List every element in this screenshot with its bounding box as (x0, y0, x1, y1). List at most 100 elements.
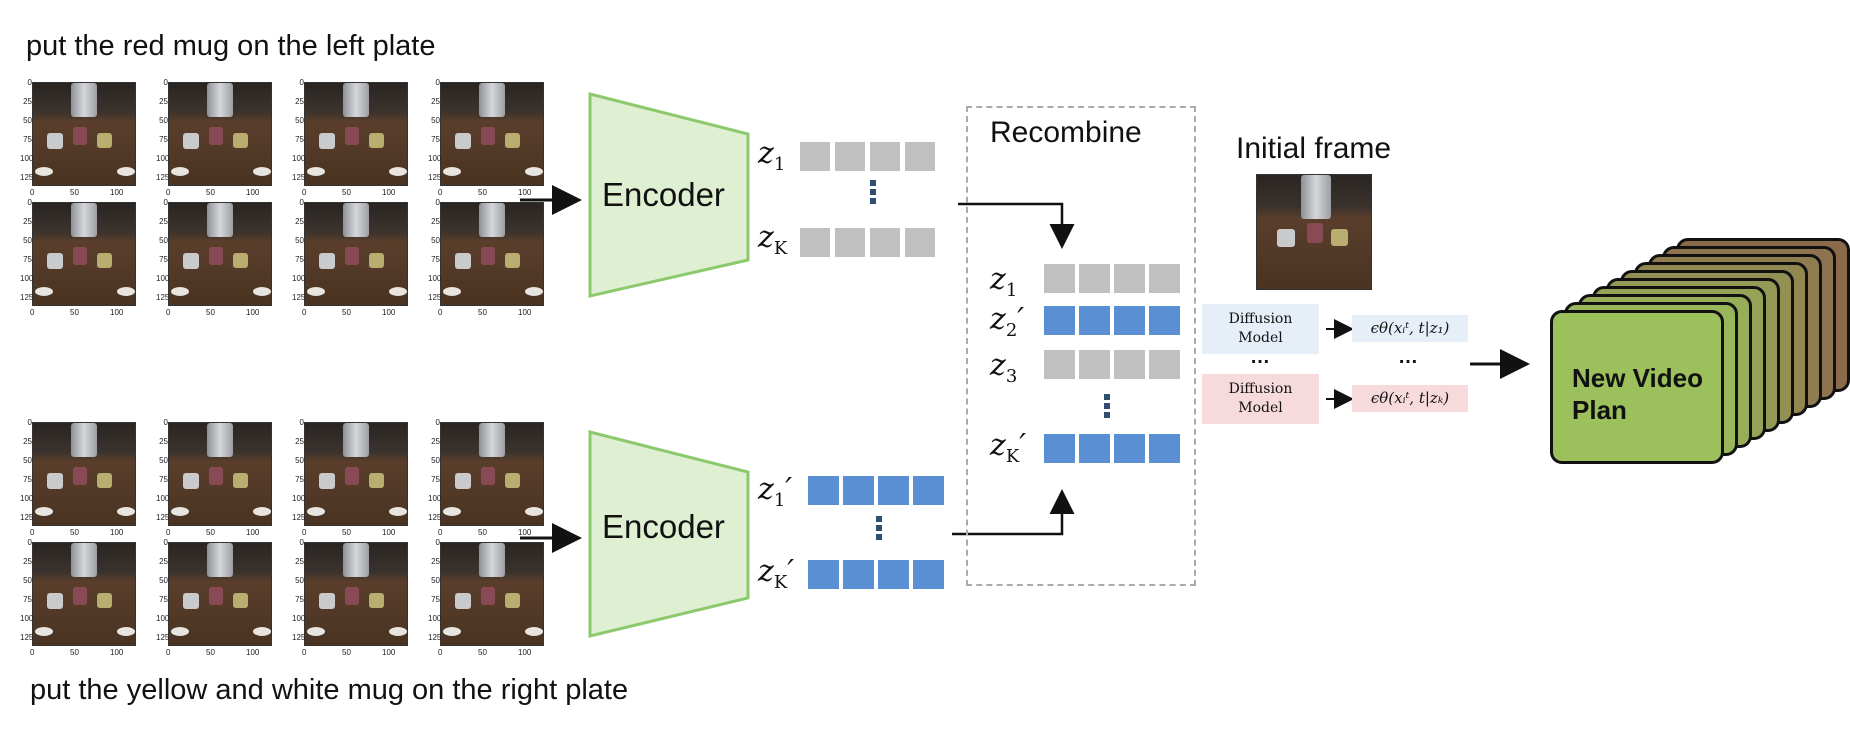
frame-plate2 (253, 287, 271, 296)
frame-mug2 (345, 587, 359, 605)
frame-robot (479, 543, 505, 577)
x-tick-label: 0 (438, 648, 443, 657)
vertical-dots-bottom (876, 516, 882, 543)
frame-image (168, 202, 272, 306)
y-tick-label: 50 (431, 116, 440, 125)
frame-mug3 (505, 593, 520, 608)
y-tick-label: 75 (431, 595, 440, 604)
arrow-bottom-latents-to-recombine (952, 489, 1075, 536)
y-tick-label: 0 (163, 198, 168, 207)
output-ellipsis: … (1398, 346, 1419, 368)
frame-mug1 (455, 473, 471, 489)
frame-plate1 (35, 287, 53, 296)
recombine-cell (1044, 264, 1075, 293)
frame-plate1 (443, 287, 461, 296)
y-tick-label: 0 (27, 198, 32, 207)
y-tick-label: 25 (295, 557, 304, 566)
latent-cell (800, 142, 830, 171)
y-tick-label: 25 (23, 217, 32, 226)
y-tick-label: 25 (23, 437, 32, 446)
y-tick-label: 0 (435, 198, 440, 207)
y-tick-label: 50 (23, 236, 32, 245)
frame-image (32, 542, 136, 646)
x-tick-label: 0 (302, 188, 307, 197)
frame-image (440, 82, 544, 186)
frame-plate1 (171, 167, 189, 176)
y-tick-label: 125 (428, 633, 442, 642)
recombine-label-4: zK′ (990, 428, 1027, 467)
y-tick-label: 100 (428, 494, 442, 503)
frame-image (304, 202, 408, 306)
x-tick-label: 100 (518, 648, 532, 657)
y-tick-label: 125 (156, 293, 170, 302)
x-tick-label: 0 (302, 528, 307, 537)
frame-mug1 (319, 593, 335, 609)
x-tick-label: 50 (342, 308, 351, 317)
frame-robot (343, 83, 369, 117)
frame-robot (71, 423, 97, 457)
recombine-cell (1079, 350, 1110, 379)
frame-mug2 (209, 467, 223, 485)
x-tick-label: 100 (110, 648, 124, 657)
y-tick-label: 50 (23, 116, 32, 125)
x-tick-label: 0 (30, 648, 35, 657)
x-tick-label: 100 (382, 188, 396, 197)
latent-cell (835, 142, 865, 171)
frame-plate1 (443, 627, 461, 636)
x-tick-label: 50 (206, 188, 215, 197)
recombine-label-3: z3 (990, 348, 1018, 387)
y-tick-label: 75 (295, 595, 304, 604)
frame-plate2 (389, 627, 407, 636)
y-tick-label: 25 (431, 437, 440, 446)
y-tick-label: 100 (156, 154, 170, 163)
latent-cell (835, 228, 865, 257)
latent-cell (913, 476, 944, 505)
y-tick-label: 125 (292, 293, 306, 302)
frame-plate1 (171, 627, 189, 636)
frame-robot (207, 203, 233, 237)
y-tick-label: 0 (435, 78, 440, 87)
arrow-top-latents-to-recombine (958, 202, 1075, 249)
latent-cell (808, 476, 839, 505)
y-tick-label: 75 (159, 595, 168, 604)
frame-plate1 (35, 627, 53, 636)
frame-robot (479, 83, 505, 117)
x-tick-label: 0 (166, 188, 171, 197)
y-tick-label: 75 (295, 135, 304, 144)
x-tick-label: 100 (110, 528, 124, 537)
y-tick-label: 50 (431, 576, 440, 585)
y-tick-label: 125 (292, 173, 306, 182)
x-tick-label: 100 (382, 648, 396, 657)
frame-mug1 (47, 473, 63, 489)
frame-plate1 (307, 287, 325, 296)
frame-robot (207, 543, 233, 577)
latent-cell (843, 476, 874, 505)
recombine-cell (1114, 350, 1145, 379)
recombine-cell (1114, 264, 1145, 293)
x-tick-label: 100 (518, 308, 532, 317)
frame-plate1 (307, 167, 325, 176)
latent-cell (913, 560, 944, 589)
y-tick-label: 50 (431, 456, 440, 465)
y-tick-label: 75 (431, 475, 440, 484)
frame-plate2 (525, 287, 543, 296)
y-tick-label: 100 (292, 154, 306, 163)
x-tick-label: 0 (166, 648, 171, 657)
y-tick-label: 75 (295, 255, 304, 264)
y-tick-label: 100 (428, 614, 442, 623)
frame-plate2 (525, 167, 543, 176)
encoder-label-top: Encoder (602, 176, 725, 213)
frame-mug3 (233, 253, 248, 268)
x-tick-label: 100 (246, 308, 260, 317)
frame-plate2 (117, 627, 135, 636)
y-tick-label: 75 (295, 475, 304, 484)
frame-plate1 (35, 167, 53, 176)
frame-image (440, 202, 544, 306)
